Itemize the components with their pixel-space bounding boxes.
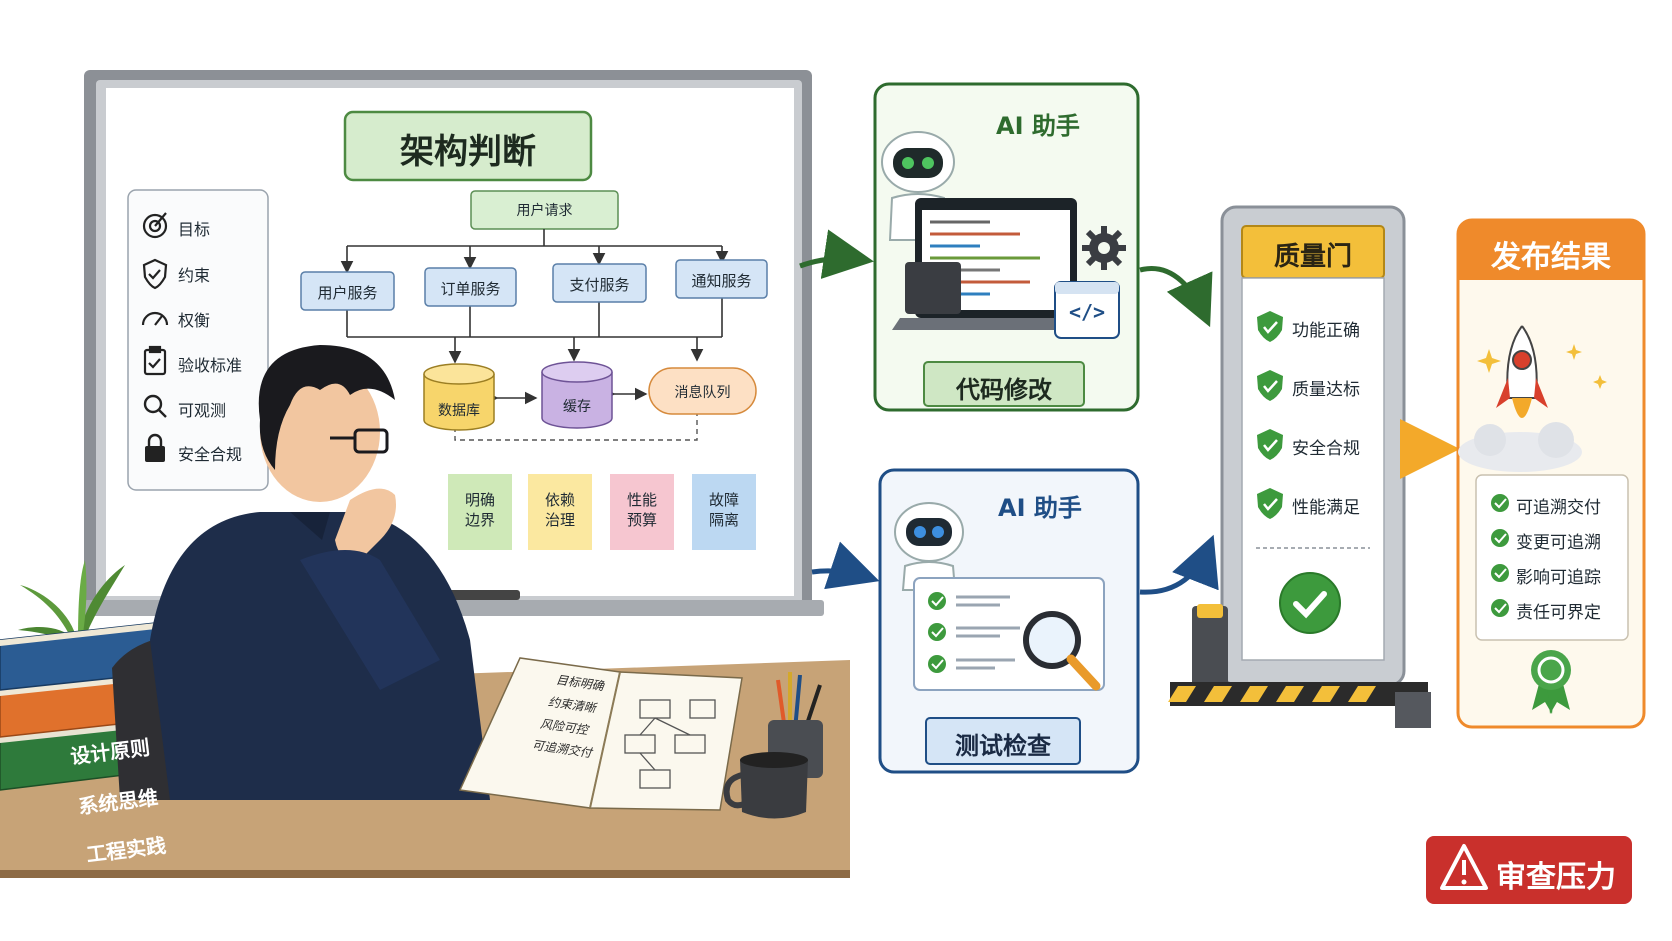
lock-icon bbox=[145, 433, 165, 462]
notebook bbox=[458, 657, 743, 811]
arrow-code-to-gate bbox=[1139, 266, 1213, 328]
magnifier-icon bbox=[143, 394, 167, 418]
request-label: 用户请求 bbox=[516, 203, 573, 219]
sticky-notes bbox=[448, 474, 756, 550]
test-check-label-box bbox=[925, 717, 1081, 765]
sticky-note-1: 明确边界 bbox=[448, 490, 512, 530]
cache-cylinder bbox=[541, 361, 613, 429]
code-change-label-box bbox=[923, 361, 1085, 407]
review-pressure-label: 审查压力 bbox=[1496, 860, 1616, 895]
service-boxes bbox=[300, 259, 768, 311]
database-cylinder bbox=[423, 363, 495, 431]
code-window-bar bbox=[1055, 282, 1119, 294]
service-user: 用户服务 bbox=[317, 284, 378, 302]
gate-item-quality: 质量达标 bbox=[1292, 380, 1360, 400]
laptop-code bbox=[892, 198, 1100, 330]
service-order: 订单服务 bbox=[440, 280, 501, 298]
store-cache: 缓存 bbox=[563, 399, 591, 415]
gear-icon bbox=[1082, 226, 1126, 270]
target-icon bbox=[142, 212, 168, 239]
sticky-note-2-line2: 治理 bbox=[544, 511, 575, 529]
whiteboard-title-box bbox=[343, 110, 593, 182]
person bbox=[150, 345, 490, 800]
arrow-to-code-assistant bbox=[799, 229, 874, 279]
barrier bbox=[1168, 604, 1431, 728]
message-queue-pill bbox=[648, 367, 757, 415]
sticky-note-4-line1: 故障 bbox=[708, 491, 739, 509]
sticky-note-3-line2: 预算 bbox=[626, 511, 657, 529]
warning-triangle-icon bbox=[1440, 844, 1488, 890]
sticky-note-3: 性能预算 bbox=[610, 490, 674, 530]
rocket-icon bbox=[1458, 325, 1607, 472]
whiteboard-title: 架构判断 bbox=[400, 132, 536, 172]
arrow-to-test-assistant bbox=[811, 541, 880, 590]
sidebar-item-security: 安全合规 bbox=[178, 445, 243, 464]
robot-blue bbox=[894, 502, 964, 591]
store-message-queue: 消息队列 bbox=[674, 385, 731, 401]
sticky-note-4: 故障隔离 bbox=[692, 490, 756, 530]
gate-check-icons bbox=[1257, 311, 1283, 519]
ai-test-title: AI 助手 bbox=[998, 494, 1082, 522]
award-badge-icon bbox=[1531, 650, 1571, 714]
sidebar-item-constraint: 约束 bbox=[178, 266, 211, 285]
sticky-note-1-line1: 明确 bbox=[464, 491, 495, 509]
release-item-1: 可追溯交付 bbox=[1516, 498, 1601, 518]
sticky-note-3-line1: 性能 bbox=[626, 491, 657, 509]
store-database: 数据库 bbox=[438, 403, 480, 419]
ai-code-title: AI 助手 bbox=[996, 112, 1080, 140]
request-connectors bbox=[340, 229, 729, 405]
robot-green bbox=[881, 131, 955, 241]
quality-gate bbox=[1220, 205, 1406, 687]
mug bbox=[723, 752, 808, 819]
release-item-4: 责任可界定 bbox=[1516, 603, 1601, 623]
service-notify: 通知服务 bbox=[691, 272, 752, 290]
service-payment: 支付服务 bbox=[569, 276, 630, 294]
gauge-icon bbox=[141, 311, 169, 326]
clipboard-check-icon bbox=[143, 345, 167, 376]
sidebar-item-observability: 可观测 bbox=[178, 401, 227, 420]
sticky-note-4-line2: 隔离 bbox=[708, 511, 739, 529]
code-window-glyph: </> bbox=[1068, 300, 1106, 324]
sticky-note-2: 依赖治理 bbox=[528, 490, 592, 530]
sidebar-item-tradeoff: 权衡 bbox=[178, 311, 211, 330]
release-item-3: 影响可追踪 bbox=[1516, 568, 1601, 588]
ai-code-label: 代码修改 bbox=[956, 376, 1052, 404]
release-check-icons bbox=[1491, 494, 1509, 617]
sticky-note-1-line2: 边界 bbox=[464, 511, 495, 529]
release-title: 发布结果 bbox=[1491, 240, 1611, 275]
ai-test-label: 测试检查 bbox=[955, 732, 1051, 760]
sidebar-item-acceptance: 验收标准 bbox=[178, 356, 243, 375]
gate-item-performance: 性能满足 bbox=[1292, 498, 1360, 518]
gate-item-function: 功能正确 bbox=[1292, 321, 1360, 341]
test-checklist bbox=[928, 592, 1020, 673]
quality-gate-title: 质量门 bbox=[1273, 242, 1352, 272]
dashed-loop bbox=[454, 410, 698, 441]
arrow-test-to-gate bbox=[1139, 534, 1219, 595]
magnifier-test-icon bbox=[1023, 611, 1101, 691]
sidebar-item-goal: 目标 bbox=[178, 220, 211, 239]
gate-item-security: 安全合规 bbox=[1292, 439, 1360, 459]
shield-icon bbox=[142, 258, 168, 290]
sticky-note-2-line1: 依赖 bbox=[544, 491, 575, 509]
release-item-2: 变更可追溯 bbox=[1516, 533, 1601, 553]
